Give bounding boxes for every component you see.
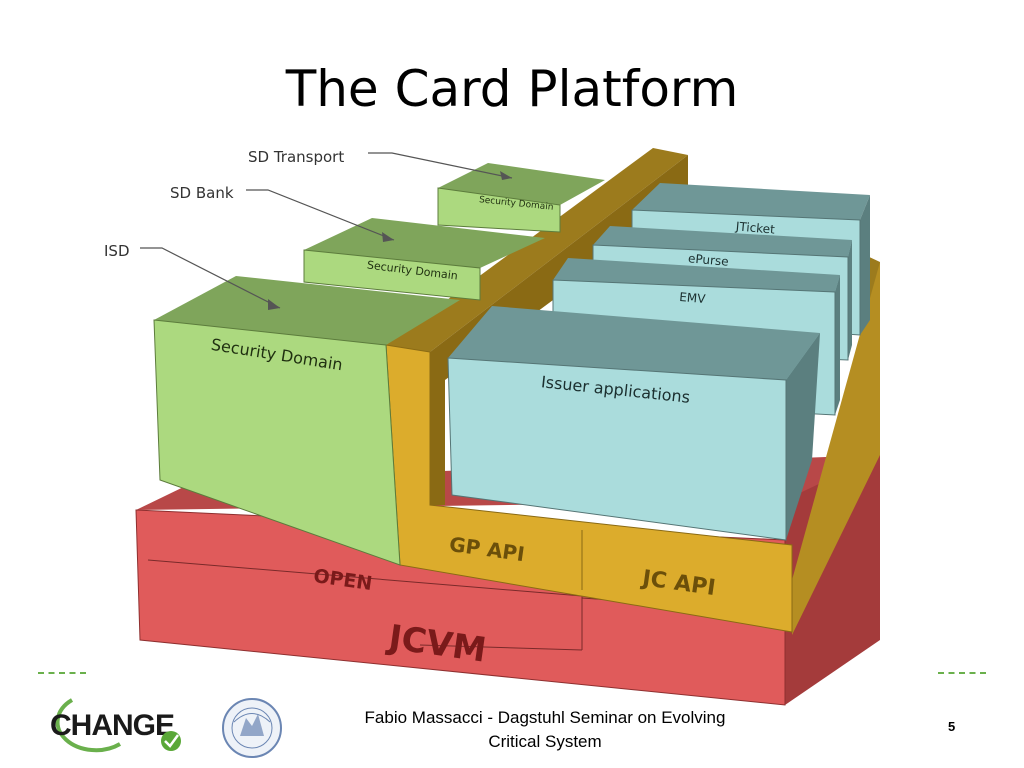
check-icon [161, 731, 181, 751]
jticket-label: JTicket [734, 219, 775, 236]
footer-divider-left [38, 672, 86, 674]
sd-transport-block: Security Domain [437, 163, 605, 233]
footer-line-1: Fabio Massacci - Dagstuhl Seminar on Evo… [364, 708, 726, 727]
epurse-label: ePurse [688, 251, 730, 268]
footer-divider-right [938, 672, 986, 674]
sd-bank-block: Security Domain [303, 218, 545, 301]
callout-sd-transport: SD Transport [248, 148, 344, 166]
page-number: 5 [948, 719, 956, 734]
change-logo-text: CHANGE [50, 709, 174, 742]
university-seal-icon [222, 698, 282, 758]
slide-title: The Card Platform [285, 60, 739, 118]
app-issuer: Issuer applications [447, 306, 820, 541]
gold-base-right [792, 262, 880, 635]
callout-sd-bank: SD Bank [170, 184, 234, 202]
emv-label: EMV [679, 290, 707, 306]
red-base-right [785, 455, 880, 705]
isd-block: Security Domain [153, 276, 460, 566]
callout-isd: ISD [104, 242, 130, 260]
footer-line-2: Critical System [488, 732, 602, 751]
change-logo: CHANGE [50, 698, 181, 753]
footer-text: Fabio Massacci - Dagstuhl Seminar on Evo… [330, 706, 760, 754]
gold-wall-top [386, 148, 688, 352]
callouts: SD Transport SD Bank ISD [104, 148, 513, 310]
